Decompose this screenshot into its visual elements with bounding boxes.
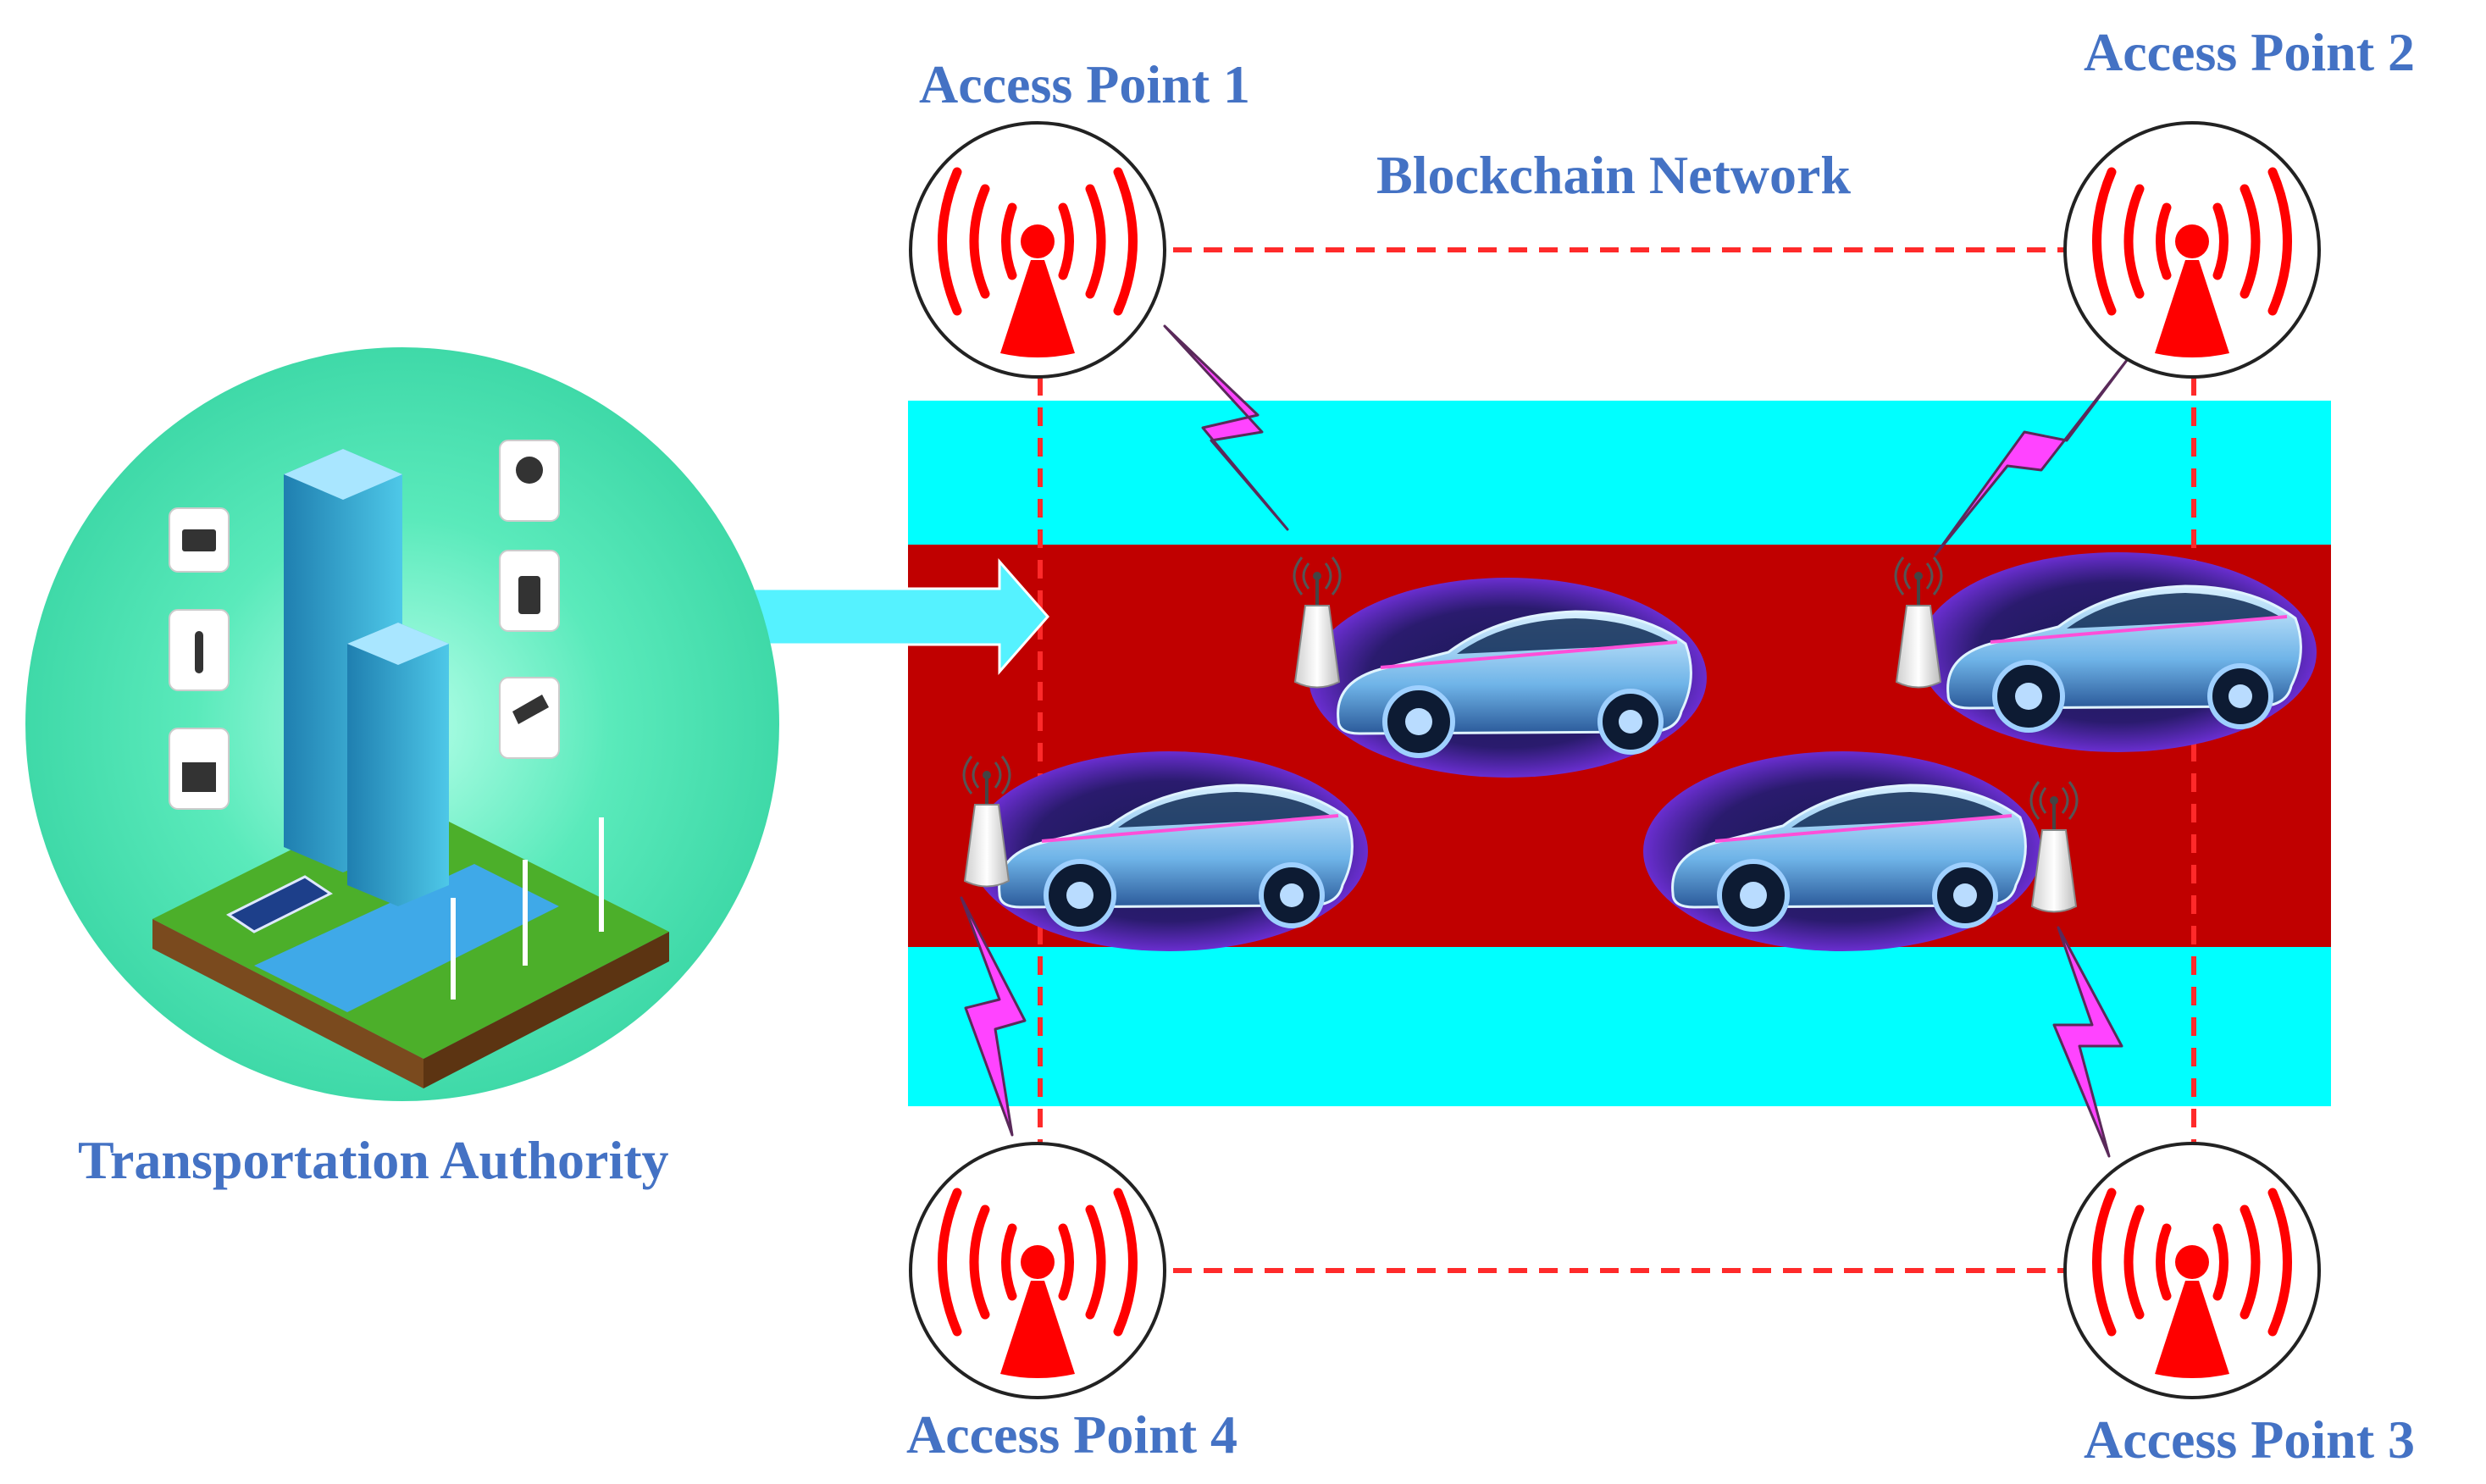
blockchain-links — [1038, 247, 2196, 1273]
lightning-icon — [1163, 324, 1289, 531]
antenna-icon — [911, 1143, 1165, 1398]
antenna-icon — [2065, 123, 2319, 377]
road-upper-lane — [908, 401, 2331, 545]
lightning-icon — [2052, 926, 2123, 1158]
access-point-2-label: Access Point 2 — [2084, 22, 2416, 82]
access-point-3-label: Access Point 3 — [2084, 1409, 2416, 1470]
road-lower-lane — [908, 947, 2331, 1106]
car-icon — [1309, 578, 1707, 778]
access-point-4-label: Access Point 4 — [906, 1404, 1238, 1465]
lightning-icon — [960, 896, 1027, 1137]
car-icon — [1643, 751, 2041, 951]
car-icon — [1918, 552, 2317, 752]
lightning-icon — [1934, 354, 2132, 556]
access-point-1-label: Access Point 1 — [919, 54, 1251, 114]
antenna-icon — [911, 123, 1165, 377]
wireless-links — [960, 324, 2132, 1158]
car-icon — [970, 751, 1368, 951]
smart-city-icon — [25, 347, 779, 1101]
transportation-authority-label: Transportation Authority — [78, 1130, 669, 1190]
antenna-icon — [2065, 1143, 2319, 1398]
blockchain-network-label: Blockchain Network — [1376, 145, 1851, 205]
